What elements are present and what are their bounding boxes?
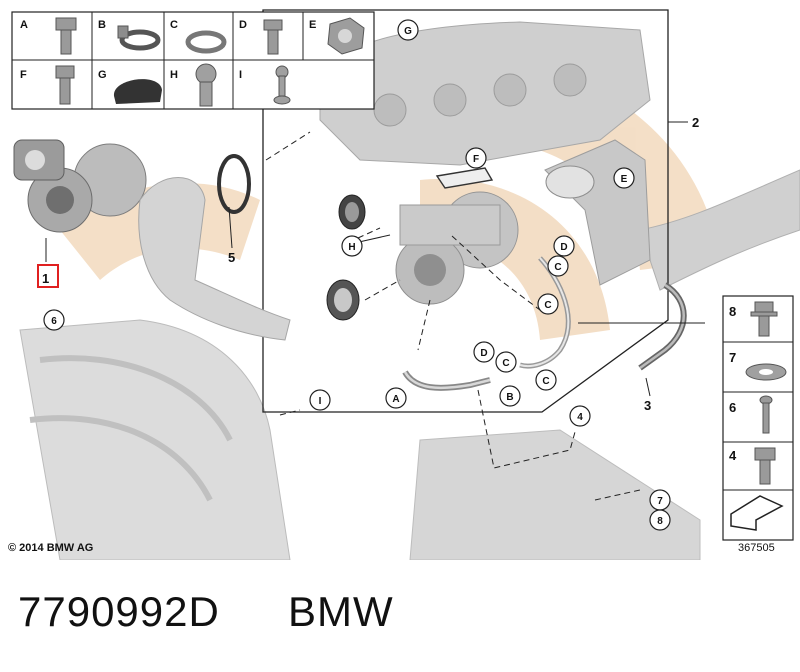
sealing-ring-icon — [185, 30, 227, 54]
gasket-f — [435, 167, 494, 189]
callout-f: F — [473, 154, 479, 165]
seal-ring-5 — [217, 154, 251, 214]
legend-letter-c: C — [170, 19, 178, 31]
callout-d-lower: D — [480, 348, 487, 359]
hex-bolt-icon — [754, 447, 776, 485]
callout-d-upper: D — [560, 242, 567, 253]
exhaust-pipe — [639, 169, 800, 291]
turbocharger-item-1 — [13, 139, 147, 233]
callout-4: 4 — [577, 412, 583, 423]
hollow-bolt-icon — [263, 19, 283, 55]
seal-sleeve-upper — [338, 194, 366, 230]
circled-callouts — [43, 19, 671, 531]
part-number: 7790992D — [18, 588, 220, 635]
assembly-frame — [262, 9, 669, 413]
solid-leader-lines — [45, 206, 705, 397]
callout-6: 6 — [51, 316, 57, 327]
callout-c-lower: C — [502, 358, 509, 369]
legend-number-6: 6 — [729, 400, 736, 415]
turbocharger-assembly — [395, 191, 519, 305]
washer-icon — [745, 363, 787, 381]
callout-a: A — [392, 394, 399, 405]
flange-bolt-icon — [750, 301, 778, 337]
legend-letter-i: I — [239, 69, 242, 81]
callout-e: E — [621, 174, 628, 185]
direction-arrow-icon — [730, 495, 784, 531]
intake-pipe — [138, 177, 291, 341]
exploded-parts-diagram: A B C D E F G H I — [11, 9, 800, 560]
callout-i: I — [319, 396, 322, 407]
leader-lines — [265, 131, 641, 501]
callout-8: 8 — [657, 516, 663, 527]
cooling-fan-shroud — [19, 319, 291, 560]
underbody-panel — [409, 429, 701, 560]
callout-c-upper: C — [554, 262, 561, 273]
oil-return-pipe — [402, 370, 491, 391]
callout-c-bottom: C — [542, 376, 549, 387]
callout-1: 1 — [42, 271, 49, 286]
callout-c-middle: C — [544, 300, 551, 311]
brand-name: BMW — [288, 588, 394, 635]
legend-column-right: 8 7 6 4 — [722, 295, 794, 541]
seal-sleeve-lower — [326, 279, 360, 321]
legend-letter-d: D — [239, 19, 247, 31]
stud-bolt-icon — [195, 63, 217, 107]
legend-number-4: 4 — [729, 448, 737, 463]
hose-clamp-icon — [117, 25, 161, 51]
legend-letter-g: G — [98, 69, 107, 81]
legend-number-8: 8 — [729, 304, 736, 319]
item-1-highlight — [37, 264, 59, 288]
legend-letter-f: F — [20, 69, 27, 81]
legend-letter-h: H — [170, 69, 178, 81]
legend-letter-e: E — [309, 19, 316, 31]
callout-2: 2 — [692, 115, 699, 130]
callout-3: 3 — [644, 398, 651, 413]
copyright-notice: © 2014 BMW AG — [8, 542, 94, 554]
pin-bolt-icon — [273, 65, 291, 105]
callout-b: B — [506, 392, 513, 403]
callout-g: G — [404, 26, 412, 37]
cap-icon — [113, 79, 162, 104]
diagram-number: 367505 — [738, 542, 775, 554]
legend-letter-a: A — [20, 19, 28, 31]
callout-h: H — [348, 242, 355, 253]
torx-bolt-icon — [55, 65, 75, 105]
callout-7: 7 — [657, 496, 663, 507]
bolt-icon — [55, 17, 77, 55]
callout-5: 5 — [228, 250, 235, 265]
legend-letter-b: B — [98, 19, 106, 31]
legend-number-7: 7 — [729, 350, 736, 365]
long-bolt-icon — [759, 395, 773, 434]
hex-nut-icon — [327, 17, 365, 55]
legend-grid-top: A B C D E F G H I — [11, 11, 375, 110]
